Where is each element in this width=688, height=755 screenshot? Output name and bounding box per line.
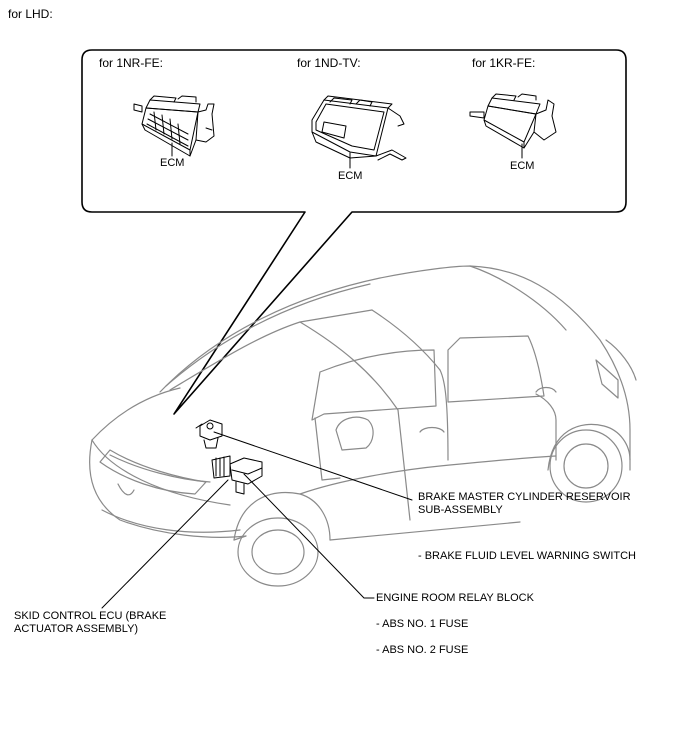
variant-label: for LHD: <box>8 7 53 21</box>
ecm-label-1nd-tv: ECM <box>338 170 363 182</box>
abs-fuse-2-label: - ABS NO. 2 FUSE <box>376 644 469 656</box>
ecm-1nr-fe-drawing <box>133 95 215 157</box>
ecm-1kr-fe-drawing <box>469 93 557 149</box>
leader-lines <box>101 431 413 609</box>
relay-block-drawing <box>229 457 263 495</box>
ecm-label-1nr-fe: ECM <box>160 157 185 169</box>
vehicle-outline <box>89 265 637 587</box>
brake-reservoir-drawing <box>195 419 223 449</box>
engine-heading-1nr-fe: for 1NR-FE: <box>99 56 164 70</box>
brake-reservoir-label-line1: BRAKE MASTER CYLINDER RESERVOIR <box>418 491 631 503</box>
skid-ecu-label-line2: ACTUATOR ASSEMBLY) <box>14 623 139 635</box>
brake-reservoir-label-line2: SUB-ASSEMBLY <box>418 504 503 516</box>
relay-block-label: ENGINE ROOM RELAY BLOCK <box>376 592 534 604</box>
ecm-1nd-tv-drawing <box>311 95 407 161</box>
callout-bubble <box>81 49 627 415</box>
abs-actuator-drawing <box>211 455 231 479</box>
engine-heading-1kr-fe: for 1KR-FE: <box>472 56 536 70</box>
abs-fuse-1-label: - ABS NO. 1 FUSE <box>376 618 469 630</box>
ecm-label-1kr-fe: ECM <box>510 160 535 172</box>
brake-fluid-switch-label: - BRAKE FLUID LEVEL WARNING SWITCH <box>418 550 636 562</box>
engine-heading-1nd-tv: for 1ND-TV: <box>297 56 361 70</box>
skid-ecu-label-line1: SKID CONTROL ECU (BRAKE <box>14 610 167 622</box>
